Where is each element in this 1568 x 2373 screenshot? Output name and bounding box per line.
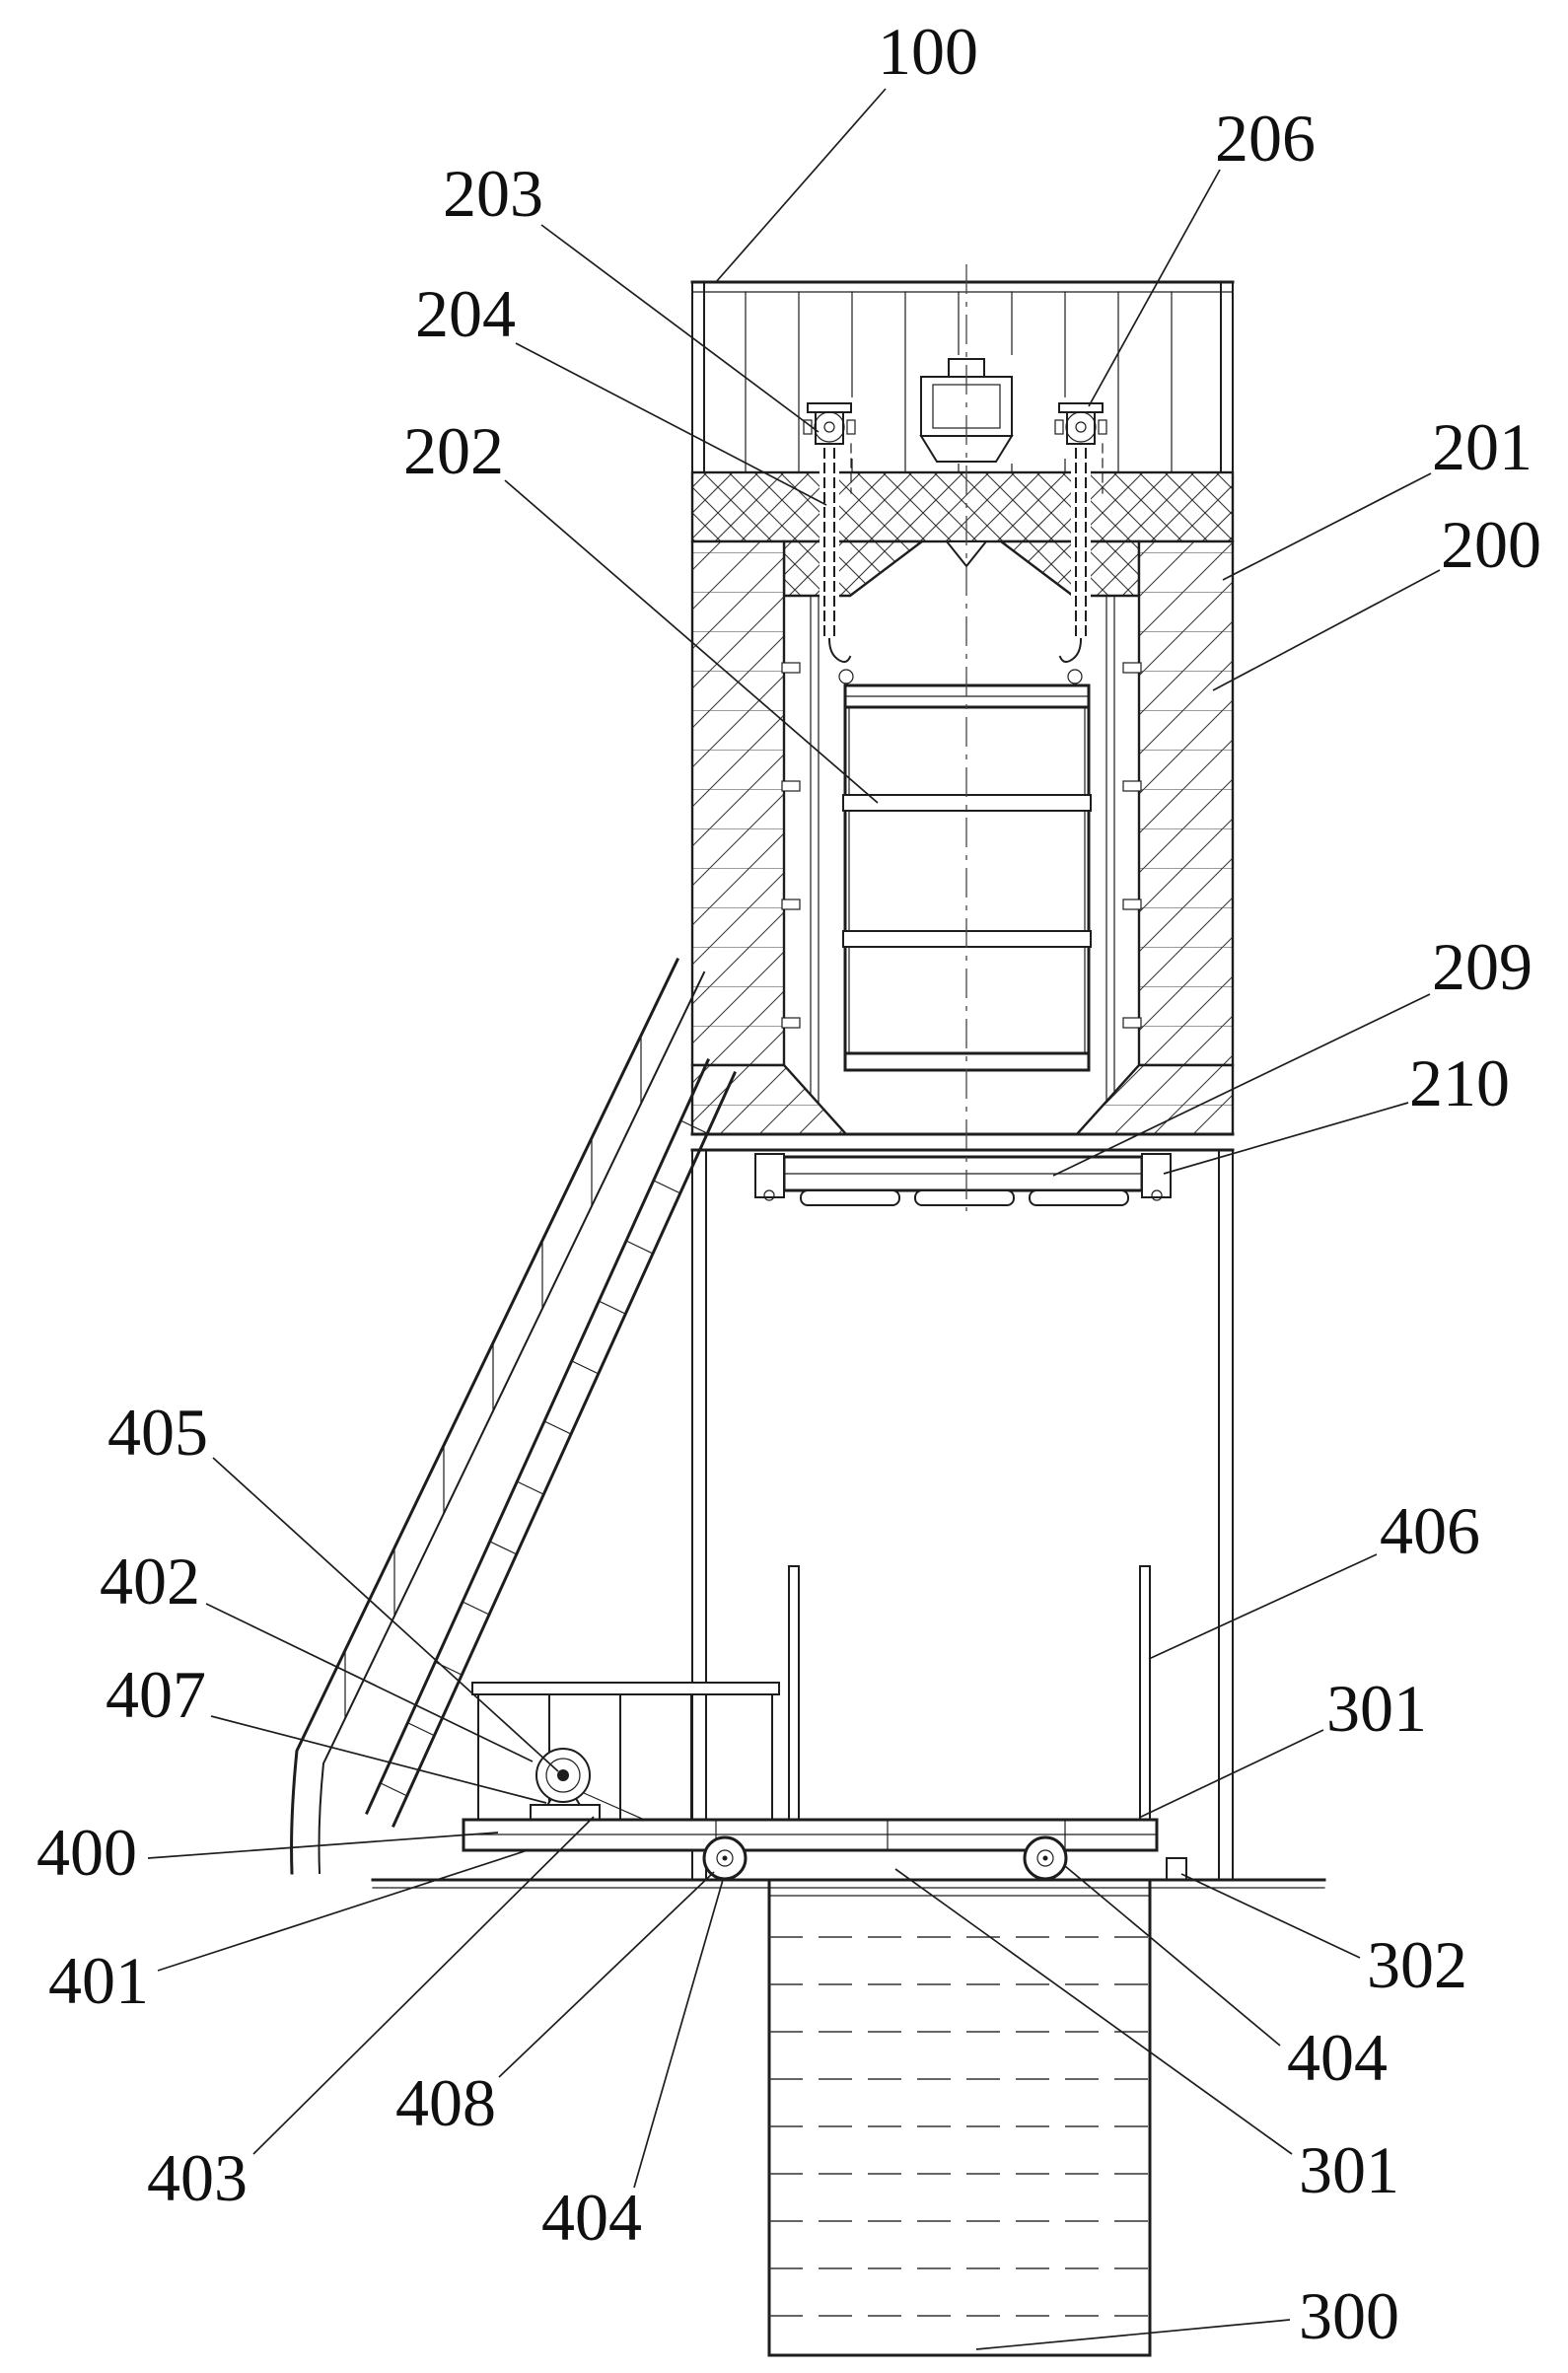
leader-line-210 [1163,1102,1409,1175]
leader-line-404-a [1064,1865,1281,2047]
leader-line-200 [1212,569,1441,691]
ref-label-408: 408 [395,2065,496,2140]
stringer-inner [392,1071,737,1828]
top-shoulder-left [782,539,926,598]
roller-tray [754,1153,1172,1206]
support-posts [691,1149,1234,1881]
ref-label-210: 210 [1409,1045,1510,1120]
leader-line-202 [504,479,879,804]
rack-bottom-plate [843,1051,1091,1072]
ref-label-405: 405 [107,1395,208,1470]
roller [800,1189,900,1206]
ref-label-400: 400 [36,1815,137,1890]
ref-label-300: 300 [1299,2278,1399,2353]
ref-label-404-a: 404 [1287,2020,1388,2095]
ref-label-403: 403 [147,2140,248,2215]
cart-top-rail [471,1682,780,1695]
leader-line-404-b [633,1879,724,2189]
ref-label-204: 204 [415,276,516,351]
ref-label-201: 201 [1432,409,1532,484]
ref-label-401: 401 [48,1943,149,2018]
lifting-chain-right [1058,446,1091,691]
ref-label-200: 200 [1441,507,1541,582]
leader-line-408 [498,1871,715,2078]
wall-right [1137,539,1235,1067]
leader-line-301-a [1138,1729,1324,1819]
pit-fill-lines [769,1936,1150,2317]
chain-hoist-right [1051,397,1110,494]
balusters [344,1035,642,1719]
ref-label-202: 202 [403,413,504,488]
stringer-outer [365,1058,710,1815]
ref-label-206: 206 [1215,101,1316,176]
winch-base [530,1804,601,1821]
ref-label-209: 209 [1432,929,1532,1004]
ref-label-203: 203 [443,156,543,231]
lifting-eye-left [838,669,854,684]
staircase [290,957,737,1875]
ground-rail [371,1857,1326,1889]
leader-line-400 [147,1832,499,1859]
lifting-chain-left [820,446,854,691]
ref-label-301-b: 301 [1299,2132,1399,2207]
leader-line-300 [975,2319,1291,2350]
leader-line-204 [515,342,827,506]
pit [767,1878,1152,2357]
leader-line-407 [210,1715,547,1804]
tower-top-frame [690,280,1235,473]
leader-line-402 [205,1603,534,1762]
wall-ledges [781,662,1142,1029]
lower-container [462,1565,1159,1852]
leader-line-405 [212,1457,559,1772]
reference-labels: 100 206 203 204 202 201 200 209 210 405 406 402 407 3… [36,14,1541,2353]
ref-label-407: 407 [106,1657,206,1732]
winch-pulley [535,1748,591,1803]
hook-right [1058,637,1083,663]
leader-line-203 [540,224,820,433]
ref-label-100: 100 [878,14,978,89]
lifting-eye-right [1067,669,1083,684]
ref-label-404-b: 404 [541,2180,642,2255]
top-insulation-band [690,470,1235,543]
chamber-guide-rails [810,595,1115,1135]
cart-wheel-left [702,1835,748,1881]
leader-line-100 [715,88,887,283]
cart-wheel-right [1023,1835,1068,1881]
leader-line-206 [1088,169,1221,407]
ref-label-406: 406 [1380,1493,1480,1568]
leader-line-406 [1148,1553,1378,1660]
rail-stop-block [1166,1857,1187,1881]
ref-label-402: 402 [100,1544,200,1618]
bottom-wedge-left [690,1063,849,1136]
ref-label-302: 302 [1367,1927,1467,2002]
ref-label-301-a: 301 [1326,1671,1427,1746]
hook-left [827,637,852,663]
leader-line-301-b [894,1868,1293,2155]
leader-line-201 [1222,472,1432,581]
leader-line-302 [1180,1873,1361,1959]
mid-rail [318,971,706,1875]
roller [914,1189,1015,1206]
roller [1029,1189,1129,1206]
transfer-cart [471,1682,780,1855]
leader-line-209 [1052,993,1431,1177]
wall-left [690,539,786,1067]
leader-line-401 [157,1849,529,1972]
top-shoulder-right [997,539,1141,598]
handrail [290,957,680,1875]
leader-line-403 [252,1816,595,2155]
